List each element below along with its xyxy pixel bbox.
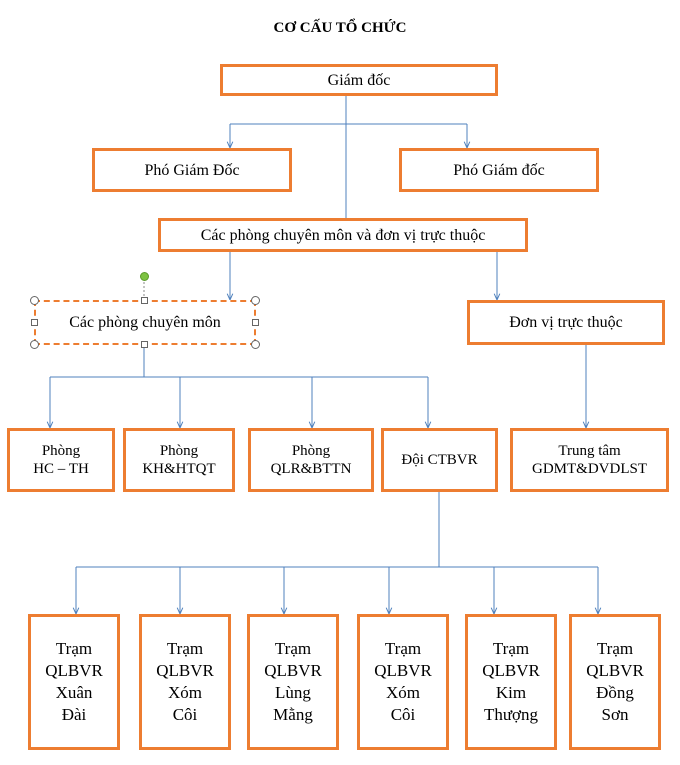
station-3-line-3: Lùng: [275, 683, 311, 702]
node-phong-hc-th-line-1: Phòng: [41, 443, 81, 459]
node-pho-giam-doc-1-label: Phó Giám Đốc: [144, 161, 240, 179]
node-pho-giam-doc-1[interactable]: Phó Giám Đốc: [92, 148, 292, 192]
node-cac-phong-chuyen-mon-label: Các phòng chuyên môn: [69, 314, 221, 331]
node-phong-hc-th[interactable]: Phòng HC – TH: [7, 428, 115, 492]
station-6-line-3: Đồng: [596, 683, 634, 702]
node-trung-tam-line-1: Trung tâm: [558, 443, 621, 459]
station-1-line-1: Trạm: [55, 639, 93, 658]
resize-handle-bottom-left[interactable]: [30, 340, 39, 349]
station-2-line-2: QLBVR: [156, 661, 214, 680]
rotate-handle[interactable]: [140, 272, 149, 281]
node-phong-qlr-bttn-line-1: Phòng: [291, 443, 331, 459]
station-1-line-4: Đài: [61, 705, 87, 724]
station-6-line-2: QLBVR: [586, 661, 644, 680]
station-1-line-2: QLBVR: [45, 661, 103, 680]
station-6-line-4: Sơn: [601, 705, 629, 724]
node-cac-phong-chuyen-mon[interactable]: Các phòng chuyên môn: [34, 300, 256, 345]
station-4-line-1: Trạm: [384, 639, 422, 658]
node-doi-ctbvr[interactable]: Đội CTBVR: [381, 428, 498, 492]
resize-handle-bottom[interactable]: [141, 341, 148, 348]
station-3-line-1: Trạm: [274, 639, 312, 658]
chart-title: CƠ CẤU TỔ CHỨC: [273, 20, 407, 36]
node-phong-qlr-bttn-line-2: QLR&BTTN: [270, 461, 352, 477]
node-giam-doc[interactable]: Giám đốc: [220, 64, 498, 96]
node-don-vi-truc-thuoc[interactable]: Đơn vị trực thuộc: [467, 300, 665, 345]
node-pho-giam-doc-2[interactable]: Phó Giám đốc: [399, 148, 599, 192]
station-4-line-2: QLBVR: [374, 661, 432, 680]
node-doi-ctbvr-label: Đội CTBVR: [401, 452, 478, 468]
station-3-line-4: Mằng: [273, 705, 313, 724]
node-phong-hc-th-line-2: HC – TH: [33, 461, 89, 477]
station-1-line-3: Xuân: [55, 683, 93, 702]
node-pho-giam-doc-2-label: Phó Giám đốc: [453, 161, 545, 179]
resize-handle-left[interactable]: [31, 319, 38, 326]
station-5-line-3: Kim: [495, 683, 527, 702]
node-giam-doc-label: Giám đốc: [327, 71, 391, 89]
resize-handle-top-left[interactable]: [30, 296, 39, 305]
station-5-line-1: Trạm: [492, 639, 530, 658]
station-5-line-4: Thượng: [483, 705, 539, 724]
resize-handle-top[interactable]: [141, 297, 148, 304]
resize-handle-bottom-right[interactable]: [251, 340, 260, 349]
station-4-line-4: Côi: [390, 705, 416, 724]
node-cac-phong-va-don-vi-label: Các phòng chuyên môn và đơn vị trực thuộ…: [200, 226, 486, 244]
station-6-line-1: Trạm: [596, 639, 634, 658]
station-3-line-2: QLBVR: [264, 661, 322, 680]
station-5-line-2: QLBVR: [482, 661, 540, 680]
node-phong-kh-htqt-line-2: KH&HTQT: [142, 461, 216, 477]
node-phong-kh-htqt-line-1: Phòng: [159, 443, 199, 459]
node-don-vi-truc-thuoc-label: Đơn vị trực thuộc: [509, 314, 623, 331]
node-phong-hc-th-label: Phòng HC – TH: [33, 442, 89, 478]
node-cac-phong-va-don-vi[interactable]: Các phòng chuyên môn và đơn vị trực thuộ…: [158, 218, 528, 252]
resize-handle-top-right[interactable]: [251, 296, 260, 305]
station-2-line-1: Trạm: [166, 639, 204, 658]
station-2-line-4: Côi: [172, 705, 198, 724]
resize-handle-right[interactable]: [252, 319, 259, 326]
station-2-line-3: Xóm: [168, 683, 202, 702]
station-4-line-3: Xóm: [386, 683, 420, 702]
node-trung-tam-line-2: GDMT&DVDLST: [532, 461, 647, 477]
